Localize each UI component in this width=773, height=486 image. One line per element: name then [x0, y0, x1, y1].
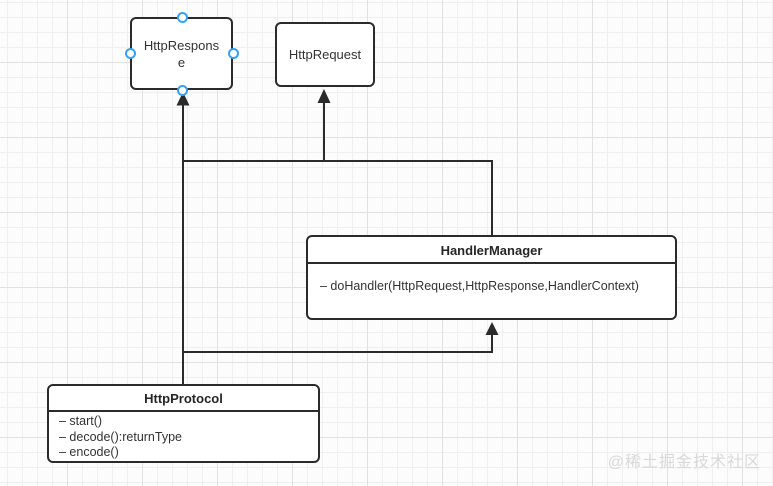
node-httpprotocol[interactable]: HttpProtocol – start() – decode():return… [47, 384, 320, 463]
edge-httpprotocol-httpresponse[interactable] [176, 92, 190, 384]
method-decode: – decode():returnType [59, 429, 182, 444]
node-httpresponse[interactable]: HttpRespons e [130, 17, 233, 90]
node-httpprotocol-methods: – start() – decode():returnType – encode… [49, 412, 318, 461]
method-dohandler: – doHandler(HttpRequest,HttpResponse,Han… [320, 279, 639, 293]
method-start: – start() [59, 414, 103, 428]
edge-httpprotocol-handlermanager[interactable] [183, 322, 499, 353]
node-httprequest-label: HttpRequest [288, 47, 362, 62]
watermark: @稀土掘金技术社区 [607, 454, 761, 471]
edge-handlermanager-httpresponse[interactable] [183, 160, 493, 235]
connection-handle-bottom[interactable] [177, 85, 188, 96]
node-httpprotocol-title: HttpProtocol [49, 386, 318, 412]
connection-handle-left[interactable] [125, 48, 136, 59]
node-handlermanager-methods: – doHandler(HttpRequest,HttpResponse,Han… [308, 264, 675, 295]
connection-handle-top[interactable] [177, 12, 188, 23]
node-handlermanager-title: HandlerManager [308, 237, 675, 264]
node-httpresponse-label: HttpRespons e [143, 37, 220, 70]
node-handlermanager[interactable]: HandlerManager – doHandler(HttpRequest,H… [306, 235, 677, 320]
edge-handlermanager-httprequest[interactable] [317, 89, 331, 161]
connection-handle-right[interactable] [228, 48, 239, 59]
node-httprequest[interactable]: HttpRequest [275, 22, 375, 87]
method-encode: – encode() [59, 445, 119, 459]
